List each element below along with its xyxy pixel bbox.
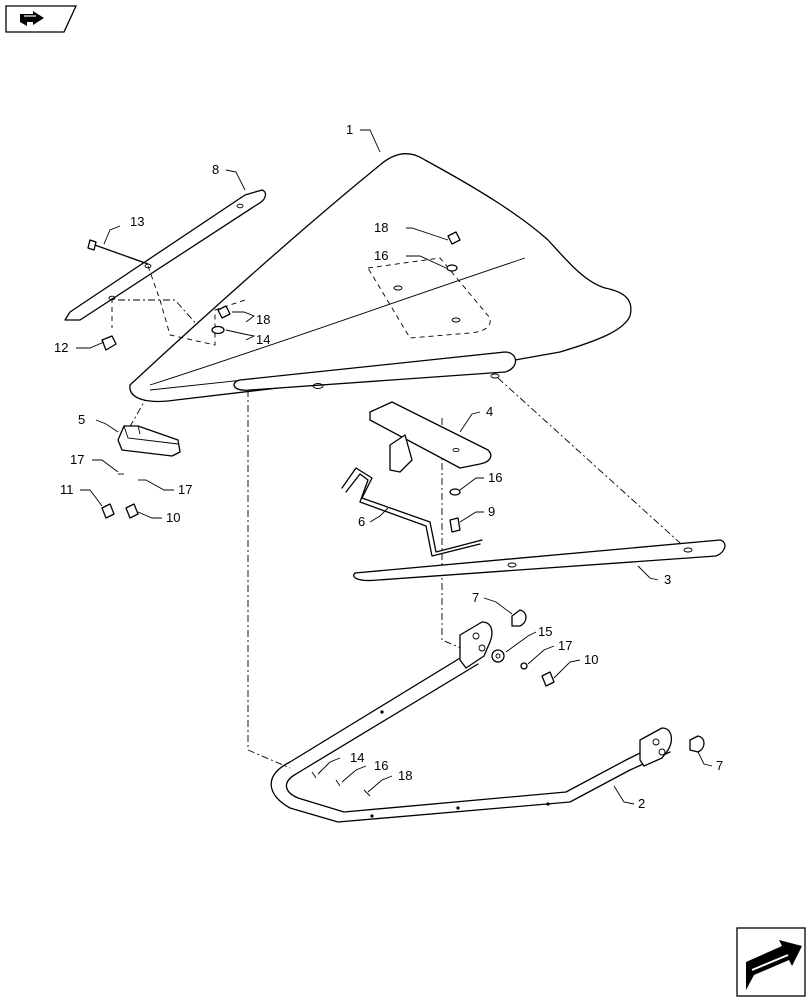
callout-4: 4 [486,404,493,419]
washer-part-17-left [118,473,146,481]
next-page-arrow-icon[interactable] [736,927,806,997]
washer-part-17-right [520,662,528,670]
callout-17-left: 17 [70,452,84,467]
plate-part-4 [369,401,492,473]
callout-2: 2 [638,796,645,811]
bolt-part-10-right [541,671,555,687]
callout-18-top: 18 [374,220,388,235]
strip-part-3 [353,539,726,582]
wire-part-6 [341,467,483,557]
washer-part-14-left [211,325,225,335]
nut-part-18-left [217,305,231,319]
nut-part-18-top [447,231,461,245]
callout-18-mid: 18 [256,312,270,327]
callout-6: 6 [358,514,365,529]
callout-labels: 1 2 3 4 5 6 7 7 8 9 10 10 11 12 13 14 14… [54,122,723,811]
callout-3: 3 [664,572,671,587]
callout-7-upper: 7 [472,590,479,605]
washer-part-16-top [446,264,458,272]
callout-17-mid: 17 [178,482,192,497]
bracket-part-5 [117,425,181,457]
frame-part-2 [270,621,673,823]
nut-part-12 [101,335,117,351]
bolt-part-10-left [125,503,139,519]
callout-15: 15 [538,624,552,639]
callout-16-mid: 16 [488,470,502,485]
bushing-part-7-lower [689,735,705,753]
callout-18-lower: 18 [398,768,412,783]
callout-11: 11 [60,482,74,497]
callout-14-upper: 14 [256,332,270,347]
bolt-part-11 [101,503,115,519]
callout-13: 13 [130,214,144,229]
callout-10-left: 10 [166,510,180,525]
frame-hardware [311,771,371,797]
callout-17-right: 17 [558,638,572,653]
main-cover-part-1 [129,153,632,403]
callout-14-lower: 14 [350,750,364,765]
callout-5: 5 [78,412,85,427]
bolt-part-13 [87,239,149,265]
callout-16-top: 16 [374,248,388,263]
callout-12: 12 [54,340,68,355]
washer-part-15 [491,649,505,663]
strip-part-8 [64,189,267,346]
callout-10-right: 10 [584,652,598,667]
bushing-part-7-upper [511,609,527,627]
leader-lines [76,129,713,805]
callout-7-lower: 7 [716,758,723,773]
callout-9: 9 [488,504,495,519]
callout-8: 8 [212,162,219,177]
callout-16-lower: 16 [374,758,388,773]
book-arrow-icon[interactable] [5,5,78,33]
callout-1: 1 [346,122,353,137]
washer-part-16-mid [449,488,461,496]
bolt-part-9 [449,517,461,533]
